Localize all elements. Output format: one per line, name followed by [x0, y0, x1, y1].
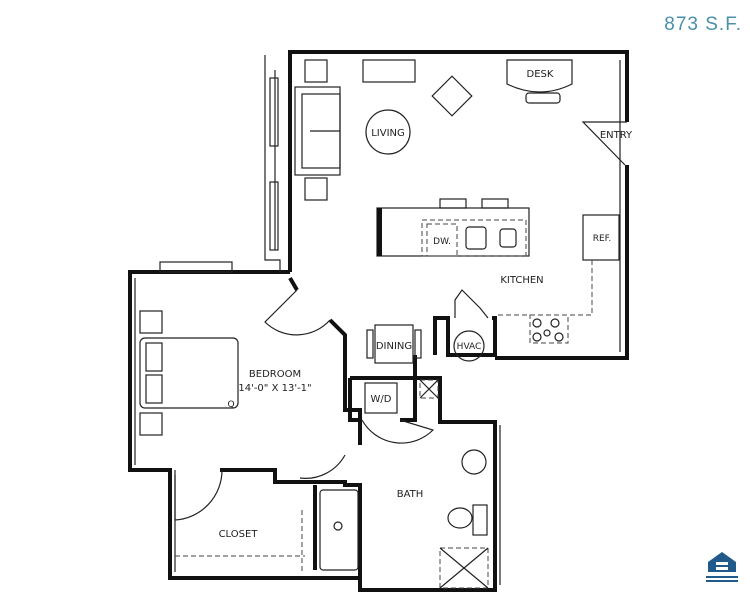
- kitchen-label: KITCHEN: [500, 275, 543, 286]
- mech-shaft: [439, 547, 489, 589]
- walls: [128, 50, 629, 592]
- bedroom-label: BEDROOM: [249, 369, 301, 380]
- desk-label: DESK: [527, 69, 554, 80]
- closet-door[interactable]: [174, 469, 223, 521]
- toilet: [447, 507, 473, 529]
- bed: [139, 310, 239, 436]
- equal-housing-logo: [706, 552, 738, 582]
- square-footage: 873 S.F.: [664, 14, 742, 35]
- bathtub: [319, 489, 359, 571]
- hvac-label: HVAC: [457, 342, 482, 352]
- bath-door[interactable]: [299, 454, 346, 479]
- hvac-door[interactable]: [454, 289, 489, 319]
- kitchen-island: [376, 198, 620, 344]
- dishwasher-label: DW.: [433, 237, 451, 247]
- entry-label: ENTRY: [600, 130, 633, 141]
- stove: [529, 314, 569, 344]
- dining-table: [374, 324, 414, 364]
- dining-label: DINING: [376, 341, 412, 352]
- living-furniture: [294, 59, 573, 201]
- living-label: LIVING: [371, 128, 405, 139]
- sink: [465, 226, 487, 250]
- desk: [506, 59, 573, 93]
- sink: [461, 449, 487, 475]
- closet-label: CLOSET: [219, 529, 259, 540]
- living-table: [365, 109, 411, 155]
- refrigerator: [582, 214, 620, 261]
- hvac-unit: [453, 330, 485, 362]
- sink: [499, 228, 517, 248]
- bath-label: BATH: [397, 489, 424, 500]
- bed-size-label: Q: [227, 400, 234, 410]
- washer-dryer-label: W/D: [371, 394, 392, 405]
- refrigerator-label: REF.: [593, 234, 612, 244]
- bedroom-dimensions: 14'-0" X 13'-1": [238, 383, 311, 394]
- bedroom-door[interactable]: [264, 289, 331, 336]
- entry-door[interactable]: [581, 121, 627, 166]
- washer-dryer: [364, 382, 398, 414]
- laundry-door[interactable]: [361, 419, 435, 444]
